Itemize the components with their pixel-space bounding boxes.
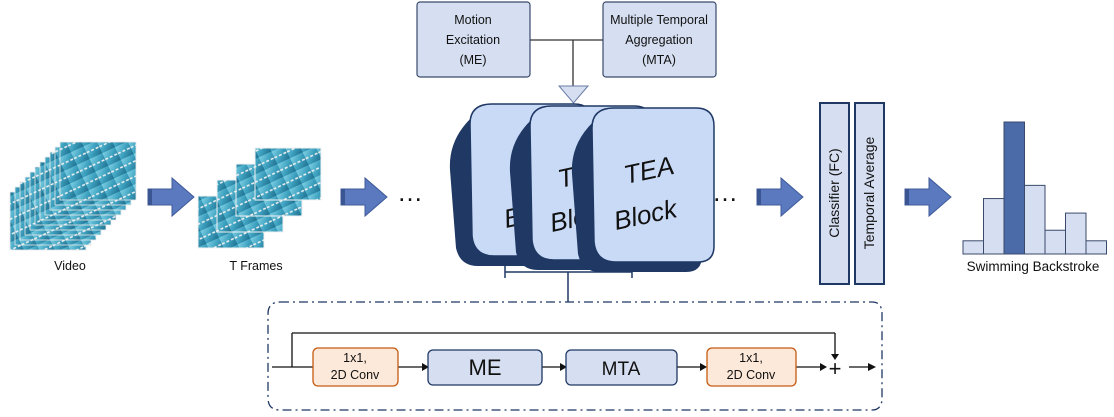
flow-arrow-tail	[757, 189, 761, 205]
histogram-bar	[1085, 240, 1107, 255]
block-detail-panel: 1x1, 2D Conv ME MTA 1x1, 2D Conv +	[267, 301, 883, 411]
me-module: Motion Excitation (ME)	[416, 1, 531, 78]
sum-symbol: +	[829, 356, 842, 381]
histogram-bar	[962, 240, 984, 255]
conv-out-line2: 2D Conv	[727, 368, 776, 382]
me-module-line2: Excitation	[446, 33, 500, 47]
me-detail-block: ME	[427, 349, 543, 386]
histogram-bar	[1003, 121, 1025, 255]
down-arrow-icon	[557, 85, 590, 104]
mta-module-line2: Aggregation	[625, 33, 692, 47]
output-class-label: Swimming Backstroke	[967, 259, 1100, 274]
mta-module-line1: Multiple Temporal	[610, 13, 708, 27]
classifier-fc-bar: Classifier (FC)	[819, 102, 850, 285]
block-bracket	[504, 266, 633, 302]
flow-arrow-tail	[341, 189, 345, 205]
flow-arrow-icon	[904, 176, 952, 218]
temporal-average-label: Temporal Average	[861, 136, 877, 249]
video-label: Video	[54, 259, 86, 273]
ellipsis-right: …	[712, 177, 738, 207]
flow-arrow-tail	[148, 189, 152, 205]
video-frame	[59, 141, 137, 201]
conv-out-block: 1x1, 2D Conv	[706, 347, 797, 387]
output-histogram	[962, 121, 1107, 255]
flow-arrow-icon	[756, 176, 804, 218]
conv-in-line2: 2D Conv	[331, 368, 380, 382]
mta-module: Multiple Temporal Aggregation (MTA)	[602, 1, 717, 78]
module-connector	[530, 39, 603, 86]
t-frames-stack	[197, 147, 322, 249]
flow-arrow-icon	[340, 176, 388, 218]
conv-in-line1: 1x1,	[343, 351, 367, 365]
ellipsis-left: …	[397, 177, 423, 207]
classifier-fc-label: Classifier (FC)	[826, 148, 842, 237]
tea-block-front: TEA Block	[571, 107, 715, 272]
temporal-average-bar: Temporal Average	[854, 102, 885, 285]
me-module-line3: (ME)	[459, 53, 486, 67]
histogram-bar	[1044, 229, 1066, 255]
me-detail-label: ME	[469, 355, 502, 380]
histogram-bar	[1024, 184, 1046, 255]
histogram-bar	[1065, 212, 1087, 255]
flow-arrow-icon	[147, 176, 195, 218]
t-frames-label: T Frames	[229, 259, 282, 273]
me-module-line1: Motion	[454, 13, 492, 27]
flow-arrow-tail	[905, 189, 909, 205]
conv-in-block: 1x1, 2D Conv	[312, 347, 399, 387]
mta-detail-block: MTA	[565, 349, 678, 386]
mta-detail-label: MTA	[602, 359, 641, 380]
mta-module-line3: (MTA)	[642, 53, 676, 67]
histogram-bar	[983, 198, 1005, 255]
conv-out-line1: 1x1,	[739, 351, 763, 365]
video-frames-stack	[9, 141, 137, 251]
frame-image	[254, 147, 322, 201]
